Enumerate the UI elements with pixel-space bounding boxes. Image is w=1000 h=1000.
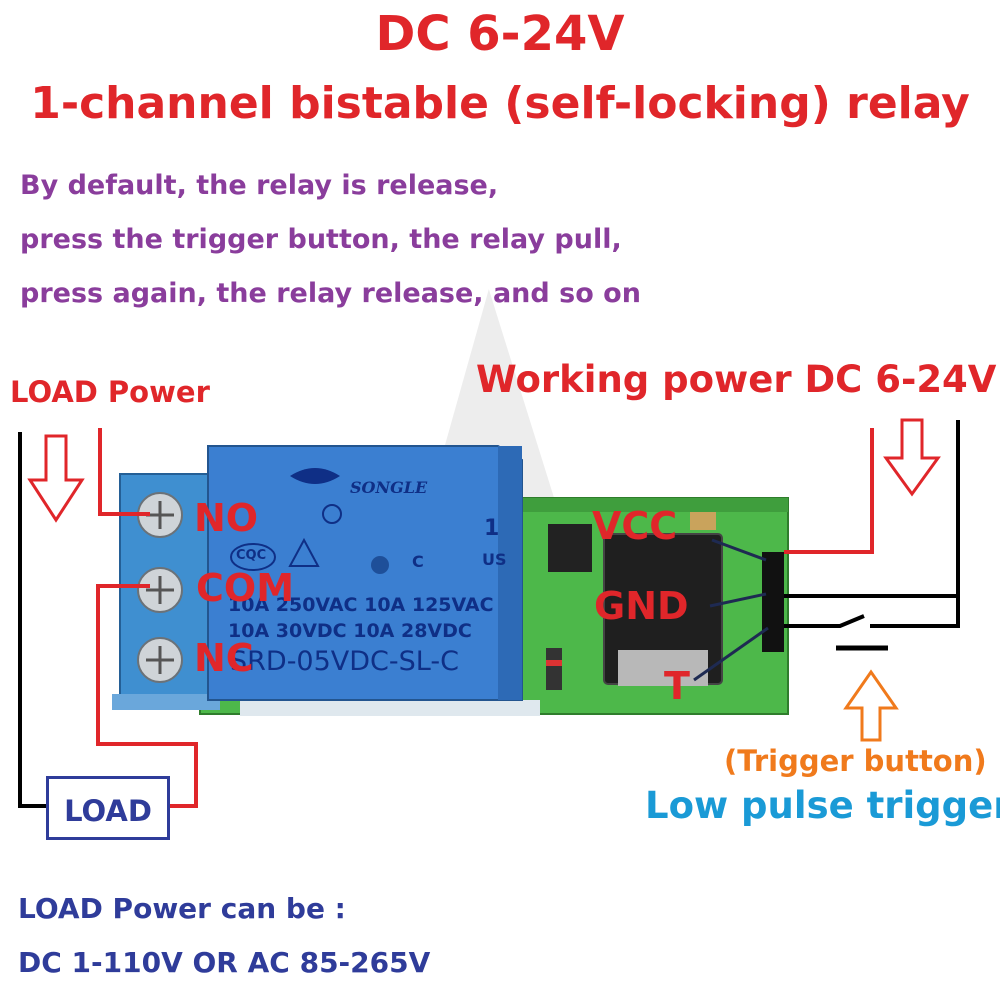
relay-marking-c: C [412, 552, 424, 571]
diode-band [546, 660, 562, 666]
description-line: press the trigger button, the relay pull… [20, 224, 622, 255]
trigger-up-arrow-icon [843, 669, 899, 742]
pcb-shadow [240, 700, 540, 716]
wire-com-to-load [96, 584, 198, 808]
pin-label-com: COM [196, 566, 295, 610]
load-note-line: LOAD Power can be : [18, 892, 346, 925]
trigger-button-label: (Trigger button) [724, 744, 987, 778]
songle-logo [290, 468, 340, 484]
warning-triangle-icon [288, 537, 320, 567]
screw-no-slot [146, 501, 174, 529]
load-wire-black [18, 432, 46, 808]
header-pins [762, 552, 784, 652]
screw-com-slot [146, 576, 174, 604]
load-note-line: DC 1-110V OR AC 85-265V [18, 946, 431, 979]
relay-marking-one: 1 [484, 516, 500, 541]
vcc-pointer [711, 538, 767, 562]
gnd-pointer [709, 592, 767, 608]
load-box: LOAD [46, 776, 170, 840]
smd-capacitor [690, 512, 716, 530]
relay-marking-us: US [482, 550, 507, 569]
registered-mark [322, 504, 342, 524]
terminal-screws [137, 492, 183, 683]
terminal-base [112, 694, 220, 710]
pin-label-vcc: VCC [592, 504, 678, 548]
relay-brand: SONGLE [350, 478, 428, 497]
description-line: press again, the relay release, and so o… [20, 278, 641, 309]
relay-model: SRD-05VDC-SL-C [230, 646, 459, 677]
relay-cert: CQC [236, 548, 267, 563]
pin-label-gnd: GND [594, 584, 689, 628]
screw-nc-slot [146, 646, 174, 674]
pin-label-no: NO [194, 496, 259, 540]
load-power-label: LOAD Power [10, 375, 210, 409]
wire-no [98, 428, 150, 516]
diode [546, 648, 562, 690]
page-subtitle: 1-channel bistable (self-locking) relay [30, 78, 970, 129]
page-title: DC 6-24V [375, 6, 625, 62]
relay-spec-line1: 10A 250VAC 10A 125VAC [228, 594, 494, 616]
relay-dot [371, 556, 389, 574]
pin-label-nc: NC [194, 636, 254, 680]
relay-spec-line2: 10A 30VDC 10A 28VDC [228, 620, 472, 642]
cqc-logo [230, 543, 276, 571]
description-line: By default, the relay is release, [20, 170, 499, 201]
ic-chip [548, 524, 592, 572]
load-power-arrow-icon [27, 434, 85, 523]
working-power-arrow-icon [883, 418, 941, 497]
wire-trigger [784, 614, 865, 628]
wire-vcc [784, 428, 874, 554]
pin-label-t: T [664, 664, 690, 708]
t-pointer [693, 626, 769, 682]
low-pulse-label: Low pulse trigger [645, 784, 1000, 827]
regulator-tab [618, 650, 708, 686]
relay-side [498, 446, 522, 700]
working-power-label: Working power DC 6-24V [476, 358, 997, 401]
wire-gnd-return [870, 420, 960, 628]
